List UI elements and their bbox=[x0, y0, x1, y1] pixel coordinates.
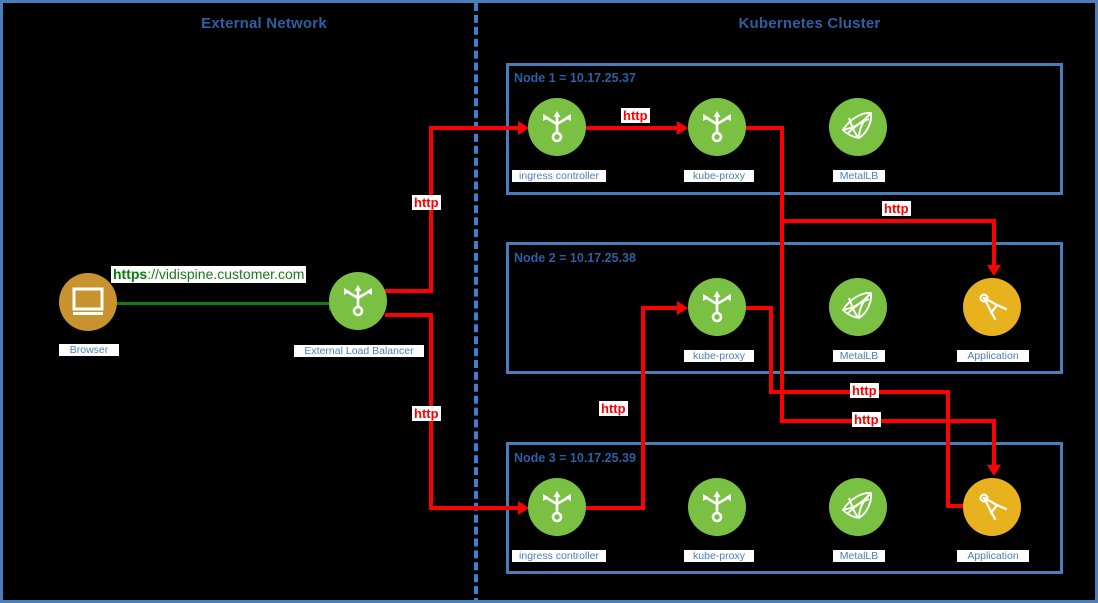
mesh-net-icon bbox=[839, 488, 877, 526]
node1-metallb-caption: MetalLB bbox=[833, 170, 885, 182]
wire-node1-proxy-trunk bbox=[780, 126, 784, 423]
zone-title-kubernetes-cluster: Kubernetes Cluster bbox=[738, 15, 881, 32]
arrowhead-node3-ingress bbox=[518, 501, 529, 515]
node3-ingress-controller[interactable] bbox=[528, 478, 586, 536]
browser-node[interactable] bbox=[59, 273, 117, 331]
url-label: https://vidispine.customer.com bbox=[111, 266, 307, 283]
url-scheme: https bbox=[113, 266, 148, 282]
wire-to-node1-ingress bbox=[429, 126, 523, 130]
external-load-balancer-node[interactable] bbox=[329, 272, 387, 330]
proxy-trident-icon bbox=[538, 108, 576, 146]
node1-kube-proxy-caption: kube-proxy bbox=[684, 170, 754, 182]
compass-divider-icon bbox=[973, 288, 1011, 326]
node3-application-caption: Application bbox=[957, 550, 1029, 562]
http-label-ingress1-to-proxy1: http bbox=[621, 108, 650, 123]
arrowhead-node3-application-top bbox=[987, 465, 1001, 476]
proxy-trident-icon bbox=[698, 488, 736, 526]
node2-metallb[interactable] bbox=[829, 278, 887, 336]
arrowhead-node1-ingress bbox=[518, 121, 529, 135]
wire-to-node3-ingress bbox=[429, 506, 523, 510]
http-label-proxy1-to-app3: http bbox=[852, 412, 881, 427]
proxy-trident-icon bbox=[339, 282, 377, 320]
http-label-lb-to-node1: http bbox=[412, 195, 441, 210]
wire-proxy1-to-app3-vertical bbox=[992, 419, 996, 469]
zone-title-external-network: External Network bbox=[201, 15, 327, 32]
arrowhead-node1-proxy bbox=[677, 121, 688, 135]
proxy-trident-icon bbox=[698, 108, 736, 146]
wire-proxy1-to-app3-horizontal bbox=[780, 419, 996, 423]
node2-application[interactable] bbox=[963, 278, 1021, 336]
wire-browser-to-lb bbox=[116, 302, 331, 305]
mesh-net-icon bbox=[839, 108, 877, 146]
node2-application-caption: Application bbox=[957, 350, 1029, 362]
node3-kube-proxy[interactable] bbox=[688, 478, 746, 536]
proxy-trident-icon bbox=[538, 488, 576, 526]
browser-caption: Browser bbox=[59, 344, 119, 356]
wire-proxy1-to-app2-horizontal bbox=[780, 219, 996, 223]
node-box-2 bbox=[506, 242, 1063, 374]
node-label-1: Node 1 = 10.17.25.37 bbox=[514, 71, 636, 85]
http-label-proxy1-to-app2: http bbox=[882, 201, 911, 216]
node-label-2: Node 2 = 10.17.25.38 bbox=[514, 251, 636, 265]
node1-kube-proxy[interactable] bbox=[688, 98, 746, 156]
wire-node1-proxy-out bbox=[745, 126, 784, 130]
arrowhead-node2-application bbox=[987, 265, 1001, 276]
wire-lb-lower-stub bbox=[385, 313, 433, 317]
monitor-icon bbox=[71, 287, 105, 317]
url-rest: ://vidispine.customer.com bbox=[147, 266, 305, 282]
wire-node3-ingress-out bbox=[586, 506, 645, 510]
http-label-proxy2-to-app3: http bbox=[850, 383, 879, 398]
node2-kube-proxy[interactable] bbox=[688, 278, 746, 336]
wire-to-node2-proxy bbox=[641, 306, 681, 310]
wire-lb-upper-stub bbox=[385, 289, 433, 293]
node1-ingress-controller[interactable] bbox=[528, 98, 586, 156]
wire-proxy2-to-app3-entry bbox=[946, 504, 970, 508]
node1-metallb[interactable] bbox=[829, 98, 887, 156]
node3-metallb-caption: MetalLB bbox=[833, 550, 885, 562]
wire-node2-proxy-down bbox=[769, 306, 773, 394]
compass-divider-icon bbox=[973, 488, 1011, 526]
wire-node2-proxy-out bbox=[745, 306, 773, 310]
wire-proxy1-to-app2-vertical bbox=[992, 219, 996, 269]
node-label-3: Node 3 = 10.17.25.39 bbox=[514, 451, 636, 465]
wire-proxy2-to-app3-vertical bbox=[946, 390, 950, 508]
http-label-lb-to-node3: http bbox=[412, 406, 441, 421]
http-label-proxy3-to-proxy2: http bbox=[599, 401, 628, 416]
proxy-trident-icon bbox=[698, 288, 736, 326]
arrowhead-node2-proxy bbox=[677, 301, 688, 315]
wire-node1-ingress-to-proxy bbox=[586, 126, 681, 130]
mesh-net-icon bbox=[839, 288, 877, 326]
wire-node3-ingress-riser bbox=[641, 306, 645, 510]
node2-kube-proxy-caption: kube-proxy bbox=[684, 350, 754, 362]
external-load-balancer-caption: External Load Balancer bbox=[294, 345, 424, 357]
node3-ingress-controller-caption: ingress controller bbox=[512, 550, 606, 562]
node3-metallb[interactable] bbox=[829, 478, 887, 536]
node2-metallb-caption: MetalLB bbox=[833, 350, 885, 362]
wire-lb-to-node1-vertical bbox=[429, 128, 433, 293]
zone-divider bbox=[474, 3, 478, 600]
node3-kube-proxy-caption: kube-proxy bbox=[684, 550, 754, 562]
node1-ingress-controller-caption: ingress controller bbox=[512, 170, 606, 182]
node3-application[interactable] bbox=[963, 478, 1021, 536]
